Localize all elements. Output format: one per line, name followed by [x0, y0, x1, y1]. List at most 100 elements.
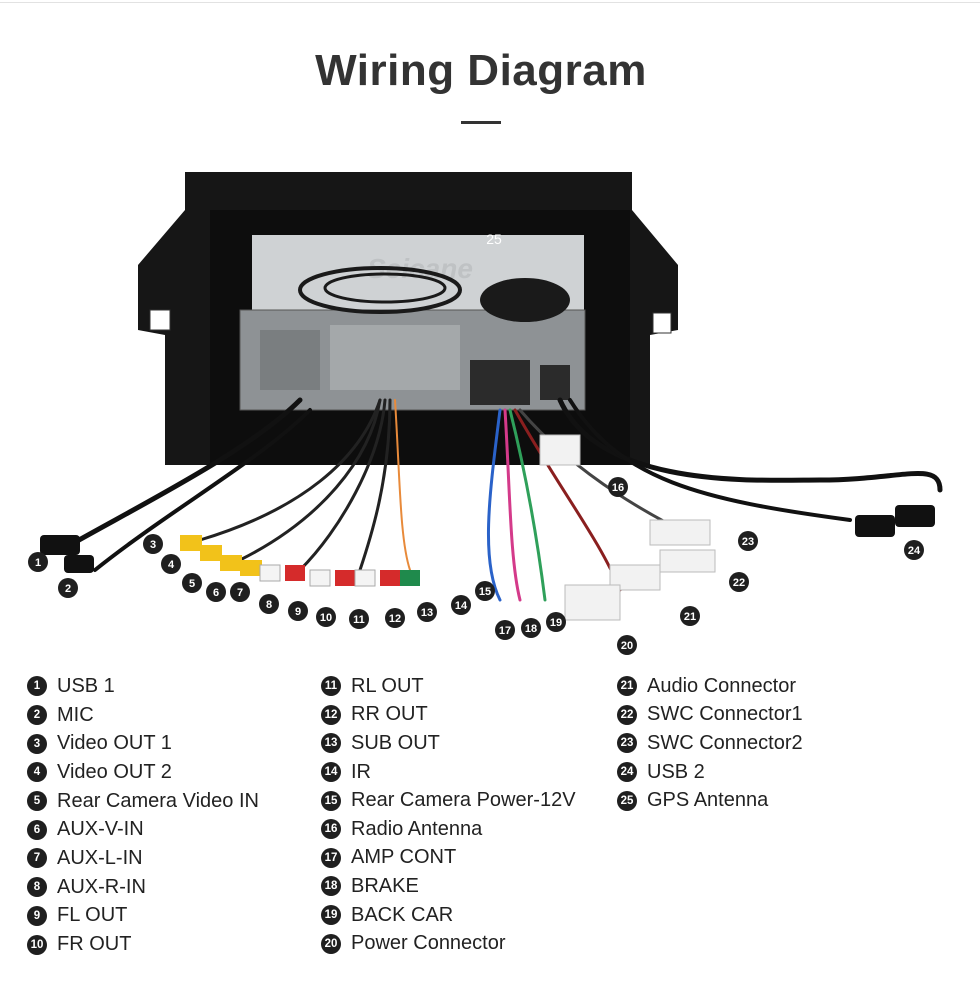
- svg-text:13: 13: [421, 607, 433, 619]
- svg-text:18: 18: [525, 623, 537, 635]
- legend-item: 3 Video OUT 1: [27, 729, 259, 758]
- legend-label: Video OUT 2: [57, 760, 172, 783]
- svg-text:25: 25: [486, 231, 502, 247]
- callout-4: 4: [161, 554, 181, 574]
- legend-item: 17 AMP CONT: [321, 844, 576, 873]
- callout-16: 16: [608, 477, 628, 497]
- svg-text:16: 16: [612, 482, 624, 494]
- svg-text:10: 10: [320, 612, 332, 624]
- svg-text:3: 3: [150, 539, 156, 551]
- legend-label: USB 2: [647, 760, 705, 783]
- number-badge: 19: [321, 905, 341, 926]
- legend-item: 15 Rear Camera Power-12V: [321, 786, 576, 815]
- callout-2: 2: [58, 578, 78, 598]
- number-badge: 23: [617, 733, 637, 754]
- legend-label: AUX-V-IN: [57, 818, 144, 841]
- legend-item: 7 AUX-L-IN: [27, 844, 259, 873]
- number-badge: 8: [27, 877, 47, 898]
- svg-text:21: 21: [684, 611, 696, 623]
- legend-label: AMP CONT: [351, 846, 457, 869]
- callout-3: 3: [143, 534, 163, 554]
- svg-text:17: 17: [499, 625, 511, 637]
- legend-label: GPS Antenna: [647, 789, 769, 812]
- svg-text:2: 2: [65, 583, 71, 595]
- callout-9: 9: [288, 601, 308, 621]
- photo-callouts: 1 2 3 4 5 6 7 8 9 10 11 12 13 14 15 16 1…: [28, 231, 924, 655]
- number-badge: 20: [321, 933, 341, 954]
- number-badge: 5: [27, 791, 47, 812]
- legend-label: RL OUT: [351, 674, 424, 697]
- number-badge: 21: [617, 676, 637, 697]
- callout-24: 24: [904, 540, 924, 560]
- legend-item: 8 AUX-R-IN: [27, 873, 259, 902]
- legend-label: SUB OUT: [351, 731, 440, 754]
- legend-label: Video OUT 1: [57, 732, 172, 755]
- svg-text:4: 4: [168, 559, 175, 571]
- svg-text:20: 20: [621, 640, 633, 652]
- number-badge: 22: [617, 704, 637, 725]
- callout-15: 15: [475, 581, 495, 601]
- callout-11: 11: [349, 609, 369, 629]
- callout-23: 23: [738, 531, 758, 551]
- callout-22: 22: [729, 572, 749, 592]
- callout-10: 10: [316, 607, 336, 627]
- legend-label: AUX-R-IN: [57, 875, 146, 898]
- number-badge: 18: [321, 876, 341, 897]
- legend-label: Audio Connector: [647, 674, 796, 697]
- svg-text:24: 24: [908, 545, 921, 557]
- legend-label: RR OUT: [351, 703, 428, 726]
- callout-12: 12: [385, 608, 405, 628]
- callout-7: 7: [230, 582, 250, 602]
- legend-label: AUX-L-IN: [57, 846, 143, 869]
- legend-label: Radio Antenna: [351, 817, 483, 840]
- page-title: Wiring Diagram: [315, 46, 647, 95]
- legend-label: BACK CAR: [351, 903, 454, 926]
- number-badge: 3: [27, 733, 47, 754]
- number-badge: 7: [27, 848, 47, 869]
- gps-antenna: [298, 266, 570, 322]
- callout-25: 25: [486, 231, 502, 247]
- svg-text:1: 1: [35, 557, 41, 569]
- number-badge: 12: [321, 704, 341, 725]
- callout-14: 14: [451, 595, 471, 615]
- svg-text:9: 9: [295, 606, 301, 618]
- callout-21: 21: [680, 606, 700, 626]
- legend-label: Rear Camera Power-12V: [351, 789, 576, 812]
- wiring-photo: Seicane: [28, 172, 943, 655]
- callout-20: 20: [617, 635, 637, 655]
- legend-item: 25 GPS Antenna: [617, 786, 803, 815]
- svg-text:8: 8: [266, 599, 272, 611]
- svg-text:11: 11: [353, 614, 365, 626]
- number-badge: 25: [617, 790, 637, 811]
- svg-text:23: 23: [742, 536, 754, 548]
- legend-label: USB 1: [57, 674, 115, 697]
- number-badge: 4: [27, 762, 47, 783]
- top-divider: [0, 2, 980, 3]
- plugs: [40, 434, 935, 621]
- number-badge: 15: [321, 790, 341, 811]
- number-badge: 6: [27, 819, 47, 840]
- svg-text:22: 22: [733, 577, 745, 589]
- legend-label: FR OUT: [57, 933, 132, 956]
- legend-item: 4 Video OUT 2: [27, 758, 259, 787]
- svg-text:19: 19: [550, 617, 562, 629]
- svg-text:5: 5: [189, 578, 195, 590]
- number-badge: 17: [321, 847, 341, 868]
- legend-label: IR: [351, 760, 371, 783]
- callout-1: 1: [28, 552, 48, 572]
- callout-13: 13: [417, 602, 437, 622]
- callout-18: 18: [521, 618, 541, 638]
- callout-6: 6: [206, 582, 226, 602]
- legend-item: 19 BACK CAR: [321, 901, 576, 930]
- number-badge: 11: [321, 676, 341, 697]
- legend-label: BRAKE: [351, 874, 419, 897]
